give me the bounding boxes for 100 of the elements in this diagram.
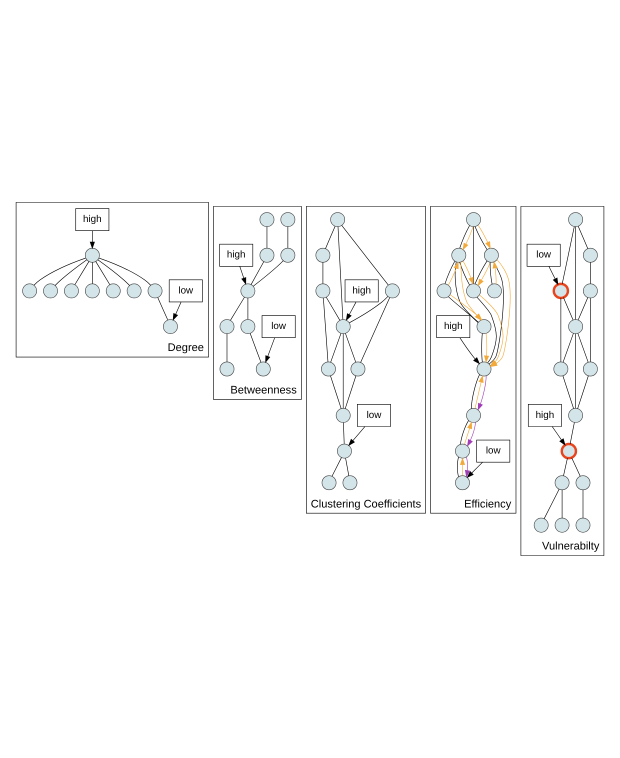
node-circle: [554, 475, 570, 490]
arrow: [348, 426, 366, 446]
node-circle: [560, 442, 578, 460]
node-circle: [553, 362, 568, 376]
arrow: [484, 333, 490, 363]
node-circle: [84, 248, 100, 263]
connector: [98, 259, 130, 286]
arrow: [265, 338, 275, 364]
arrow: [172, 302, 182, 321]
connector: [454, 262, 479, 323]
connector: [578, 297, 588, 320]
connector: [488, 262, 504, 364]
node-circle: [455, 475, 470, 490]
arrow: [478, 376, 486, 411]
connector: [471, 374, 480, 409]
connector: [266, 226, 268, 248]
node-circle: [148, 284, 162, 298]
connector: [341, 225, 389, 286]
connector: [575, 333, 576, 408]
node-circle: [260, 212, 274, 227]
node-circle: [436, 284, 452, 298]
arrow: [462, 226, 474, 250]
node-box: low: [526, 244, 561, 267]
node-circle: [126, 284, 142, 298]
connector: [457, 456, 459, 477]
connector: [459, 225, 470, 248]
connector: [490, 262, 492, 284]
node-circle: [220, 319, 234, 334]
node-circle: [342, 475, 358, 490]
connector: [345, 458, 350, 476]
connector: [473, 226, 474, 284]
node-circle: [552, 282, 570, 300]
node-circle: [350, 362, 366, 376]
node-circle: [240, 284, 256, 298]
connector: [578, 226, 588, 249]
arrow: [474, 375, 484, 409]
connector: [323, 298, 328, 362]
connector: [563, 458, 568, 476]
arrow: [90, 230, 95, 250]
arrow: [460, 458, 466, 476]
connector: [481, 333, 483, 362]
arrow: [448, 261, 459, 286]
connector: [345, 333, 356, 362]
connector: [74, 261, 90, 285]
connector: [250, 333, 262, 362]
connector: [460, 420, 469, 445]
connector: [326, 296, 340, 320]
connector: [338, 226, 344, 320]
connector: [332, 457, 342, 477]
node-circle: [330, 212, 346, 227]
node-circle: [451, 248, 466, 263]
node-circle: [64, 284, 79, 298]
node-circle: [455, 444, 470, 458]
connector: [157, 297, 168, 320]
node-circle: [487, 284, 502, 298]
connector: [322, 262, 324, 284]
node-circle: [336, 408, 351, 423]
node-circle: [321, 362, 336, 376]
node-circle: [322, 475, 336, 490]
arrow: [346, 302, 356, 321]
node-box: high: [528, 404, 562, 427]
arrow: [466, 462, 483, 478]
node-box: high: [436, 315, 470, 338]
connector: [448, 296, 478, 323]
connector: [544, 488, 560, 519]
connector: [54, 259, 88, 286]
arrow: [464, 421, 472, 444]
arrow: [478, 224, 491, 249]
connector: [342, 333, 344, 408]
node-circle: [240, 319, 256, 334]
connector: [252, 260, 284, 287]
node-box: low: [262, 315, 296, 338]
arrow: [462, 260, 474, 285]
node-circle: [583, 248, 598, 263]
connector: [560, 298, 562, 362]
connector: [590, 298, 591, 362]
node-circle: [466, 212, 481, 227]
connector: [575, 226, 576, 320]
connector: [562, 226, 575, 284]
connector: [459, 262, 470, 286]
node-circle: [280, 248, 296, 263]
node-box: high: [344, 280, 379, 302]
node-circle: [484, 248, 499, 263]
node-circle: [554, 518, 570, 533]
node-box: high: [219, 244, 254, 267]
node-circle: [385, 284, 400, 298]
node-circle: [336, 319, 351, 334]
arrow: [460, 337, 480, 364]
node-circle: [316, 248, 330, 263]
node-circle: [84, 284, 100, 298]
node-box: low: [357, 404, 391, 427]
connector: [590, 262, 591, 284]
connector: [330, 376, 342, 409]
node-circle: [583, 362, 598, 376]
node-box: high: [75, 208, 110, 231]
node-circle: [106, 284, 121, 298]
node-circle: [466, 284, 481, 298]
node-circle: [43, 284, 58, 298]
connector: [348, 296, 388, 324]
connector: [95, 261, 110, 285]
